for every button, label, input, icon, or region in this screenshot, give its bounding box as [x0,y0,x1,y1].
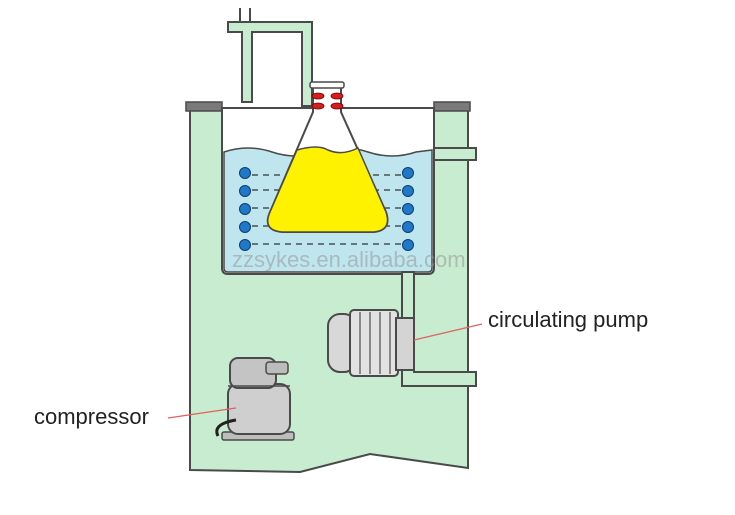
cooling-coil-right [402,167,414,251]
circulating-pump [327,309,415,377]
pump-leader-line [413,323,483,341]
compressor-leader-line [167,407,237,419]
flask-liquid [267,146,389,233]
inlet-pipe [227,21,313,107]
cabinet-top-rim-right [433,101,471,112]
watermark: zzsykes.en.alibaba.com [232,247,466,272]
flask-neck-lip [309,81,345,89]
outlet-pipe-top [433,147,477,161]
circulating-pump-label: circulating pump [488,307,649,332]
cabinet-top-rim-left [185,101,223,112]
cooling-coil-left [239,167,251,251]
compressor [215,357,295,441]
pump-riser-pipe [401,271,477,387]
flask-clamp [311,92,344,110]
compressor-label: compressor [34,404,149,429]
